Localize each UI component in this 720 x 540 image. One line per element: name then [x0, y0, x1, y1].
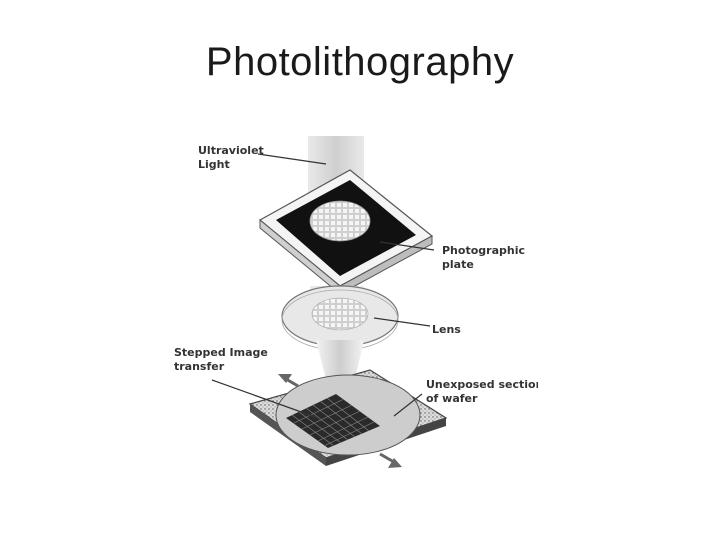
unexposed-wafer-label-2: of wafer: [426, 392, 478, 405]
photographic-plate-label-2: plate: [442, 258, 474, 271]
exposed-die-grid: [286, 394, 380, 448]
stage-arrow-down-icon: [379, 452, 402, 468]
stage-arrow-up-icon: [278, 374, 299, 388]
stepped-leader: [211, 379, 319, 419]
unexposed-leader: [393, 393, 423, 417]
stepped-transfer-label-2: transfer: [174, 360, 225, 373]
uv-light-label: Ultraviolet: [198, 144, 264, 157]
unexposed-wafer-label: Unexposed section: [426, 378, 538, 391]
photolithography-diagram: Ultraviolet Light Photographic plate Len…: [168, 136, 538, 480]
uv-light-label-2: Light: [198, 158, 230, 171]
stepped-transfer-label: Stepped Image: [174, 346, 268, 359]
photographic-plate: [258, 169, 434, 296]
uv-light-leader: [257, 153, 327, 165]
lens-label: Lens: [432, 323, 461, 336]
plate-leader: [379, 241, 435, 251]
slide-title: Photolithography: [205, 40, 515, 84]
photographic-plate-label: Photographic: [442, 244, 525, 257]
lens-leader: [373, 317, 431, 327]
lens: [281, 285, 399, 351]
